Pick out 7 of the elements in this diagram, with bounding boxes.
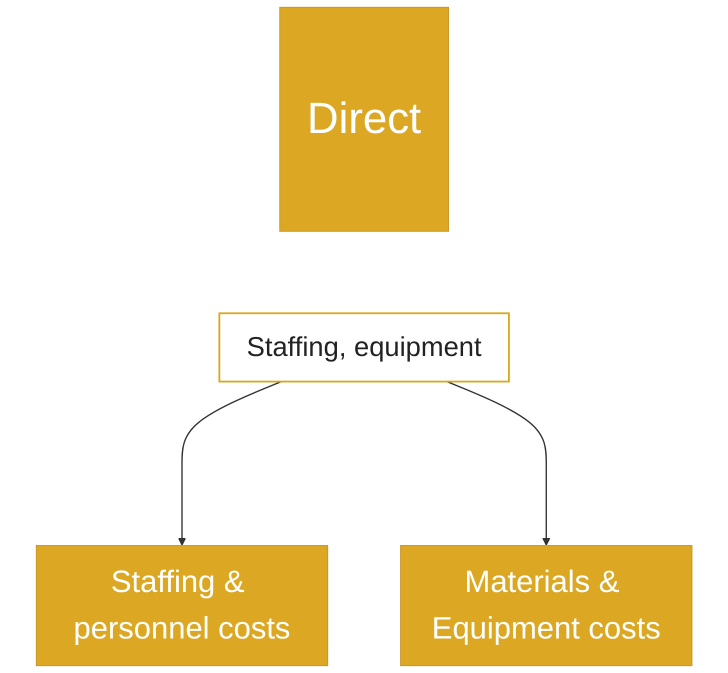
node-box xyxy=(400,545,692,666)
node-box xyxy=(36,545,328,666)
arrow xyxy=(446,380,550,546)
arrow xyxy=(178,380,282,546)
node-box xyxy=(279,6,449,232)
node-box xyxy=(218,312,510,382)
diagram: Direct Staffing, equipment Staffing & personnel costs Materials & Equipment costs xyxy=(28,0,700,673)
